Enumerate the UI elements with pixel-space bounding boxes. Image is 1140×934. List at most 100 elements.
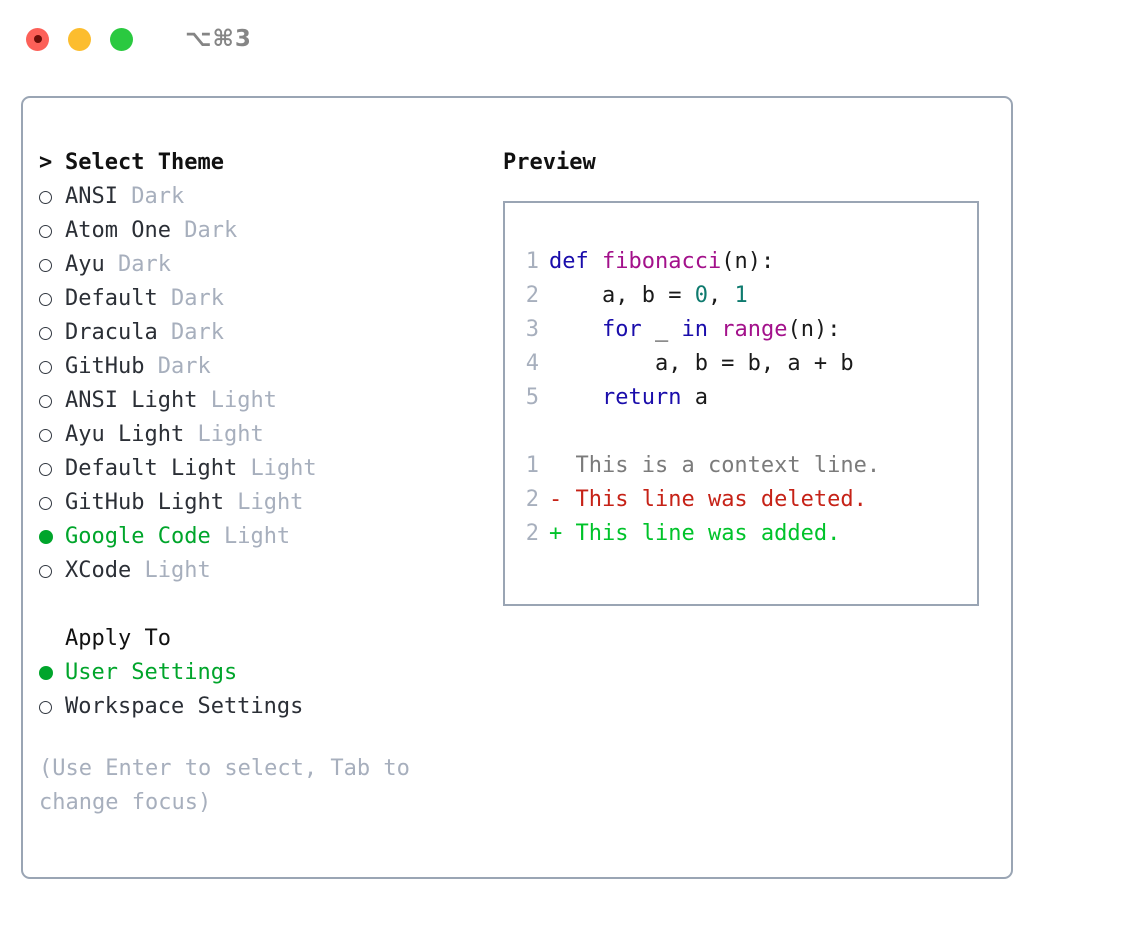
theme-mode-label: Light xyxy=(197,422,264,447)
code-token-fn: range xyxy=(721,317,788,342)
code-line: 3 for _ in range(n): xyxy=(505,313,977,347)
radio-dot xyxy=(39,462,52,476)
radio-selected-icon[interactable] xyxy=(39,530,65,544)
theme-name-label: Atom One xyxy=(65,218,171,243)
theme-name-label: GitHub Light xyxy=(65,490,224,515)
theme-list-item[interactable]: Atom One Dark xyxy=(39,214,479,248)
code-token-pl xyxy=(708,317,721,342)
theme-list-item[interactable]: GitHub Light Light xyxy=(39,486,479,520)
code-token-pl: (n): xyxy=(787,317,841,342)
radio-dot xyxy=(39,394,52,408)
label-gap xyxy=(224,486,237,520)
radio-dot xyxy=(39,190,52,204)
radio-unselected-icon[interactable] xyxy=(39,700,65,714)
radio-dot xyxy=(39,360,52,374)
code-line-number: 3 xyxy=(525,317,539,342)
theme-list-item[interactable]: Default Dark xyxy=(39,282,479,316)
theme-mode-label: Light xyxy=(144,558,211,583)
theme-name-label: Dracula xyxy=(65,320,158,345)
select-theme-label: Select Theme xyxy=(65,150,224,175)
keyboard-hint: (Use Enter to select, Tab to change focu… xyxy=(39,756,424,815)
code-line: 5 return a xyxy=(505,381,977,415)
theme-list-item[interactable]: XCode Light xyxy=(39,554,479,588)
code-token-kw: def xyxy=(549,249,602,274)
code-line-text: for _ in range(n): xyxy=(549,313,840,347)
radio-unselected-icon[interactable] xyxy=(39,462,65,476)
radio-unselected-icon[interactable] xyxy=(39,258,65,272)
code-line-number: 5 xyxy=(525,385,539,410)
code-line-number: 2 xyxy=(525,283,539,308)
theme-list-item[interactable]: Dracula Dark xyxy=(39,316,479,350)
apply-to-option[interactable]: Workspace Settings xyxy=(39,690,479,724)
code-token-pl: a, b = xyxy=(549,283,695,308)
theme-list-item[interactable]: ANSI Light Light xyxy=(39,384,479,418)
code-token-pl: a, b = b, a + b xyxy=(549,351,854,376)
radio-dot xyxy=(39,530,53,544)
close-button[interactable] xyxy=(26,27,49,51)
radio-unselected-icon[interactable] xyxy=(39,428,65,442)
code-token-num: 0 xyxy=(694,283,708,308)
theme-name-label: Default xyxy=(65,286,158,311)
radio-unselected-icon[interactable] xyxy=(39,564,65,578)
code-token-pl: , xyxy=(707,283,735,308)
select-theme-heading: >Select Theme xyxy=(39,146,479,180)
code-token-kw: in xyxy=(681,317,708,342)
diff-marker xyxy=(549,453,562,478)
code-line-text: return a xyxy=(549,381,708,415)
minimize-button[interactable] xyxy=(68,27,91,51)
radio-unselected-icon[interactable] xyxy=(39,496,65,510)
theme-name-label: Ayu Light xyxy=(65,422,185,447)
code-line-number: 4 xyxy=(525,351,539,376)
radio-dot xyxy=(39,326,52,340)
radio-dot xyxy=(39,666,53,680)
radio-dot xyxy=(39,258,52,272)
diff-line-number: 2 xyxy=(525,487,539,512)
radio-unselected-icon[interactable] xyxy=(39,360,65,374)
diff-line: 2- This line was deleted. xyxy=(505,483,977,517)
theme-list-item[interactable]: Ayu Light Light xyxy=(39,418,479,452)
code-token-pl xyxy=(549,385,602,410)
maximize-button[interactable] xyxy=(110,27,133,51)
diff-marker: - xyxy=(549,487,563,512)
radio-unselected-icon[interactable] xyxy=(39,190,65,204)
recording-dot-icon xyxy=(33,35,42,43)
theme-list-item[interactable]: ANSI Dark xyxy=(39,180,479,214)
radio-dot xyxy=(39,292,52,306)
theme-mode-label: Dark xyxy=(131,184,185,209)
diff-line-number: 1 xyxy=(525,453,539,478)
theme-list-item[interactable]: GitHub Dark xyxy=(39,350,479,384)
theme-name-label: ANSI xyxy=(65,184,118,209)
theme-mode-label: Light xyxy=(250,456,317,481)
radio-selected-icon[interactable] xyxy=(39,666,65,680)
diff-text: This line was added. xyxy=(562,521,841,546)
code-token-num: 1 xyxy=(734,283,748,308)
list-spacer xyxy=(39,588,479,622)
diff-sample: 1 This is a context line.2- This line wa… xyxy=(505,449,977,551)
code-token-pl xyxy=(549,317,602,342)
diff-line: 2+ This line was added. xyxy=(505,517,977,551)
code-token-pl: _ xyxy=(641,317,682,342)
label-gap xyxy=(158,316,171,350)
apply-to-option[interactable]: User Settings xyxy=(39,656,479,690)
code-token-kw: return xyxy=(601,385,682,410)
apply-to-heading: Apply To xyxy=(65,626,171,651)
code-line: 4 a, b = b, a + b xyxy=(505,347,977,381)
radio-unselected-icon[interactable] xyxy=(39,292,65,306)
theme-list-item[interactable]: Default Light Light xyxy=(39,452,479,486)
radio-unselected-icon[interactable] xyxy=(39,326,65,340)
radio-unselected-icon[interactable] xyxy=(39,394,65,408)
theme-list-item[interactable]: Ayu Dark xyxy=(39,248,479,282)
diff-line-text: + This line was added. xyxy=(549,517,840,551)
radio-dot xyxy=(39,428,52,442)
code-token-fn: fibonacci xyxy=(601,249,722,274)
theme-list-item[interactable]: Google Code Light xyxy=(39,520,479,554)
theme-mode-label: Dark xyxy=(184,218,238,243)
radio-unselected-icon[interactable] xyxy=(39,224,65,238)
theme-name-label: Google Code xyxy=(65,524,211,549)
